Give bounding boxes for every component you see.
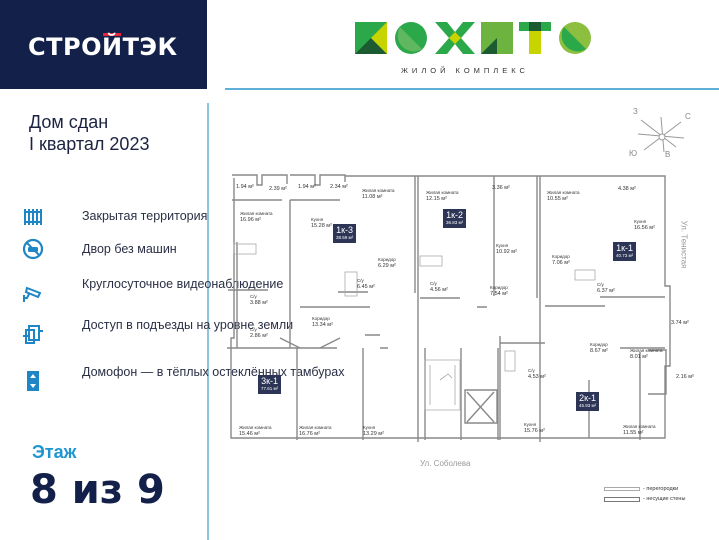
- feature-item: Закрытая территория: [22, 205, 207, 227]
- room-label: 2.39 м²: [269, 186, 287, 192]
- intercom-icon: [27, 371, 39, 391]
- street-right: Ул. Тенистая: [679, 220, 689, 269]
- project-subtitle: ЖИЛОЙ КОМПЛЕКС: [401, 66, 529, 75]
- cctv-camera-icon: [23, 286, 42, 302]
- logo-accent-bar: [103, 33, 121, 36]
- room-label: 3.36 м²: [492, 185, 510, 191]
- room-label: 1.94 м²: [298, 184, 316, 190]
- room-label: 2.16 м²: [676, 374, 694, 380]
- compass-rose-icon: [637, 116, 685, 153]
- no-cars-icon: [22, 238, 44, 260]
- legend-partitions: - перегородки: [604, 486, 678, 492]
- entrance-door-icon: [23, 325, 43, 344]
- feature-text: Доступ в подъезды на уровне земли: [82, 318, 294, 332]
- status-line-1: Дом сдан: [29, 112, 109, 132]
- fence-icon: [24, 209, 42, 225]
- feature-item: Круглосуточное видеонаблюдение: [22, 277, 283, 304]
- room-label: 3.74 м²: [671, 320, 689, 326]
- floor-label: Этаж: [32, 442, 77, 462]
- divider-horizontal: [225, 88, 719, 90]
- room-label: 1.94 м²: [236, 184, 254, 190]
- street-bottom: Ул. Соболева: [420, 459, 471, 468]
- compass-south: Ю: [629, 149, 638, 158]
- compass-east: В: [665, 150, 671, 159]
- compass-north: С: [685, 112, 691, 121]
- room-label: 2.34 м²: [330, 184, 348, 190]
- status-line-2: I квартал 2023: [29, 134, 150, 154]
- stroitek-logo: СТРОЙТЭК: [28, 33, 178, 61]
- feature-item: Доступ в подъезды на уровне земли: [22, 318, 293, 345]
- room-label: 4.38 м²: [618, 186, 636, 192]
- feature-text: Закрытая территория: [82, 209, 208, 223]
- feature-text: Двор без машин: [82, 242, 177, 256]
- mohito-logo: [355, 22, 591, 54]
- feature-text: Круглосуточное видеонаблюдение: [82, 277, 284, 291]
- compass-west: З: [633, 107, 638, 116]
- brand-header: СТРОЙТЭК: [0, 0, 207, 89]
- legend-bearing-walls: - несущие стены: [604, 496, 685, 502]
- feature-item: Двор без машин: [22, 238, 177, 260]
- divider-vertical: [207, 103, 209, 540]
- floor-value: 8 из 9: [30, 467, 165, 513]
